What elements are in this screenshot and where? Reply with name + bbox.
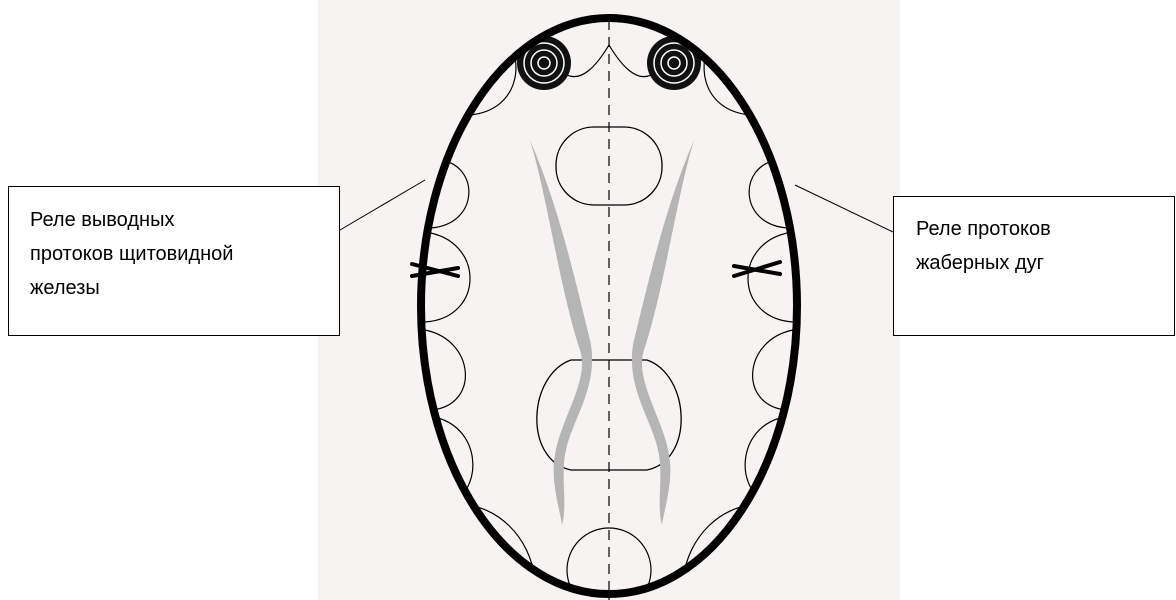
lobe-right-2: [748, 232, 793, 322]
callout-thyroid-duct-relay: Реле выводных протоков щитовидной железы: [8, 186, 340, 336]
right-relay-mark: [734, 262, 780, 276]
outer-oval: [421, 18, 797, 594]
right-canal: [632, 140, 694, 525]
callout-right-line-1: Реле протоков: [916, 212, 1164, 246]
callout-right-line-2: жаберных дуг: [916, 246, 1164, 280]
callout-gill-arch-duct-relay: Реле протоков жаберных дуг: [893, 196, 1175, 336]
callout-left-line-1: Реле выводных: [30, 203, 329, 237]
callout-left-line-3: железы: [30, 271, 329, 305]
left-canal: [530, 140, 592, 525]
callout-left-line-2: протоков щитовидной: [30, 237, 329, 271]
right-leader-line: [795, 185, 893, 232]
lobe-left-2: [425, 232, 470, 322]
left-leader-line: [340, 180, 425, 230]
